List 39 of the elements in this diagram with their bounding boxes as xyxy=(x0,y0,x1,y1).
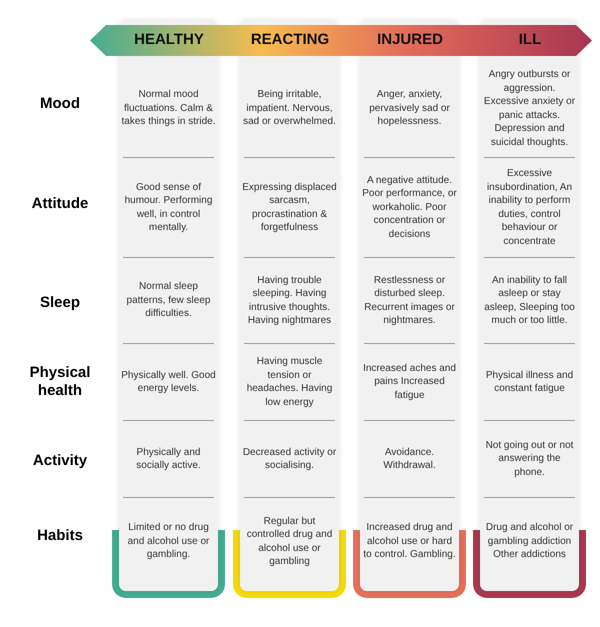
column-card xyxy=(480,20,579,590)
cell-text: Restlessness or disturbed sleep. Recurrent images or nightmares. xyxy=(363,274,456,328)
stage-heading: INJURED xyxy=(376,31,444,49)
gradient-arrow-banner xyxy=(90,25,592,56)
cell-text: Increased drug and alcohol use or hard to control. Gambling. xyxy=(362,521,457,562)
cell-text: Having muscle tension or headaches. Having low energy xyxy=(246,355,334,409)
cell-text: An inability to fall asleep or stay asleep, Sleeping too much or too little. xyxy=(483,274,576,328)
cell-text: Excessive insubordination, An inability to perform duties, control behaviour or concentrate xyxy=(486,167,574,248)
cell-text: Anger, anxiety, pervasively sad or hopelessness. xyxy=(368,88,451,129)
cell-text: Expressing displaced sarcasm, procrastination & forgetfulness xyxy=(242,180,337,234)
cell-text: Avoidance. Withdrawal. xyxy=(382,446,437,472)
row-label: Activity xyxy=(32,452,88,470)
cell-text: Being irritable, impatient. Nervous, sad or overwhelmed. xyxy=(242,88,337,129)
stage-heading: ILL xyxy=(518,31,542,49)
cell-text: Normal sleep patterns, few sleep difficulties. xyxy=(126,280,212,321)
row-label: Attitude xyxy=(30,195,90,213)
cell-text: Drug and alcohol or gambling addiction Other addictions xyxy=(484,521,574,562)
row-label: Physical health xyxy=(28,364,92,400)
cell-text: Physical illness and constant fatigue xyxy=(484,368,574,396)
column-card xyxy=(240,20,339,590)
cell-text: Angry outbursts or aggression. Excessive anxiety or panic attacks. Depression and suicidal thoughts. xyxy=(482,68,576,149)
stage-heading: HEALTHY xyxy=(133,31,205,49)
cell-text: Increased aches and pains Increased fatigue xyxy=(362,362,457,402)
cell-text: A negative attitude. Poor performance, or workaholic. Poor concentration or decisions xyxy=(362,174,457,242)
cell-text: Physically well. Good energy levels. xyxy=(121,368,216,396)
cell-text: Limited or no drug and alcohol use or gambling. xyxy=(126,521,210,562)
row-label: Habits xyxy=(36,527,84,545)
row-label: Mood xyxy=(39,95,81,113)
cell-text: Good sense of humour. Performing well, in control mentally. xyxy=(124,180,214,234)
cell-text: Physically and socially active. xyxy=(135,446,202,472)
cell-text: Regular but controlled drug and alcohol use or gambling xyxy=(246,514,334,568)
cell-text: Not going out or not answering the phone. xyxy=(484,438,574,480)
cell-text: Having trouble sleeping. Having intrusive thoughts. Having nightmares xyxy=(246,274,332,328)
stage-heading: REACTING xyxy=(250,31,330,49)
row-label: Sleep xyxy=(38,294,82,312)
column-card xyxy=(360,20,459,590)
column-card xyxy=(119,20,218,590)
cell-text: Decreased activity or socialising. xyxy=(242,446,337,472)
cell-text: Normal mood fluctuations. Calm & takes things in stride. xyxy=(121,88,216,129)
